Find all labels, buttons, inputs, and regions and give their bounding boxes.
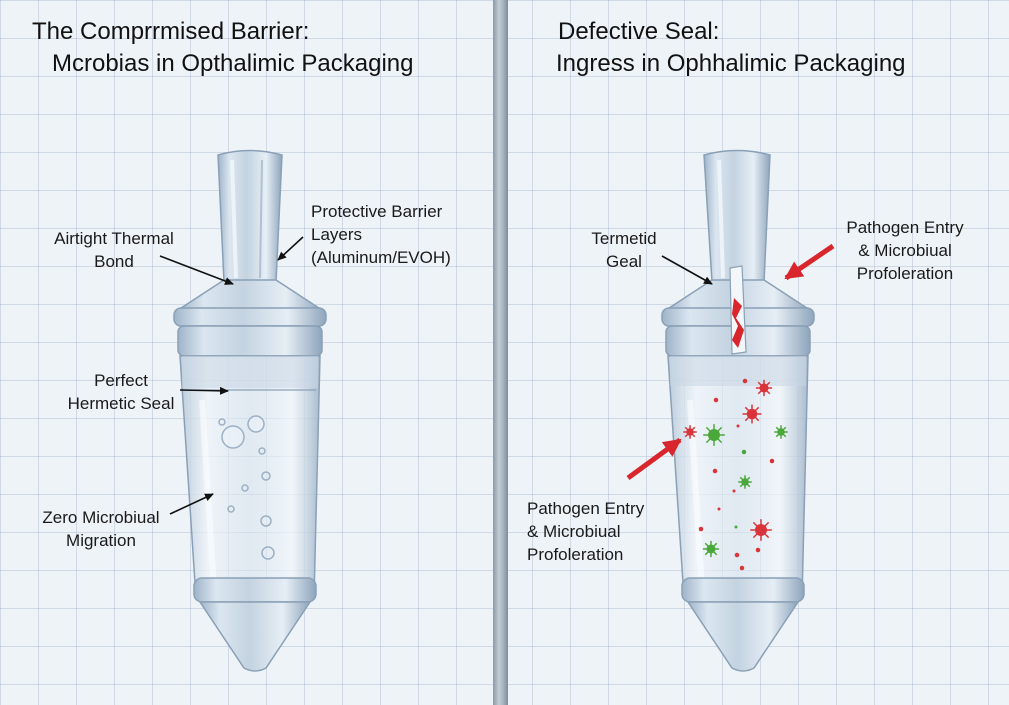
pathogen-entry-arrow-bottom [626, 437, 682, 481]
microbe [741, 449, 747, 455]
intact-vial-illustration [159, 149, 327, 672]
pathogen-entry-arrow-top [784, 243, 835, 281]
microbe [683, 425, 697, 439]
termetid-leader [661, 255, 713, 285]
microbe [713, 397, 719, 403]
bubbles [218, 415, 275, 560]
microbe [755, 547, 761, 553]
microbe [717, 507, 721, 511]
airtight-leader [159, 255, 234, 285]
left-title-line2: Mcrobias in Opthalimic Packaging [52, 50, 414, 77]
right-title-line1: Defective Seal: [558, 18, 720, 45]
microbe [736, 424, 740, 428]
airtight-thermal-bond-label: Airtight Thermal Bond [54, 229, 174, 271]
microbe [734, 552, 740, 558]
intact-seal-panel: The Comprrmised Barrier: Mcrobias in Opt… [0, 0, 493, 705]
microbe [702, 540, 720, 558]
termetid-geal-label: Termetid Geal [591, 229, 657, 271]
protective-barrier-label: Protective Barrier Layers (Aluminum/EVOH… [311, 202, 451, 267]
panel-divider [493, 0, 508, 705]
microbe [738, 475, 752, 489]
right-title-line2: Ingress in Ophhalimic Packaging [556, 50, 906, 77]
protective-leader [277, 236, 304, 261]
microbe [755, 379, 773, 397]
crack-contamination [732, 298, 744, 348]
defective-vial-illustration [626, 149, 835, 672]
microbe [742, 404, 762, 424]
microbe [703, 424, 725, 446]
microbe [739, 565, 745, 571]
microbe [769, 458, 775, 464]
microbe [732, 489, 736, 493]
microbe [742, 378, 748, 384]
perfect-hermetic-seal-label: Perfect Hermetic Seal [67, 371, 175, 413]
pathogen-entry-label-top: Pathogen Entry & Microbiual Profoleratio… [846, 218, 964, 283]
zero-microbial-migration-label: Zero Microbiual Migration [42, 508, 160, 550]
microbe [734, 525, 738, 529]
microbe-cluster [683, 378, 788, 571]
hermetic-leader [179, 386, 229, 395]
microbe [774, 425, 788, 439]
left-title-line1: The Comprrmised Barrier: [32, 18, 310, 45]
microbe [750, 519, 772, 541]
defective-seal-panel: Defective Seal: Ingress in Ophhalimic Pa… [508, 0, 1009, 705]
pathogen-entry-label-bottom: Pathogen Entry & Microbiual Profoleratio… [527, 499, 645, 564]
zero-migration-leader [169, 493, 214, 515]
microbe [698, 526, 704, 532]
microbe [712, 468, 718, 474]
